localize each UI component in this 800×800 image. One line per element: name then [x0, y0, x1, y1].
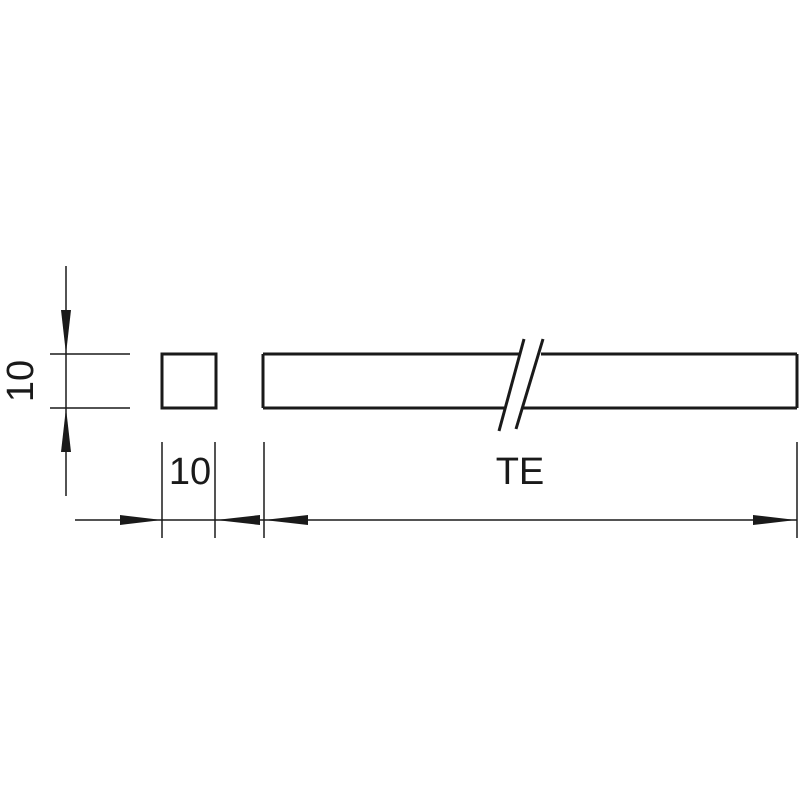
length-label: TE [496, 451, 545, 493]
arrow-right-icon [753, 515, 796, 525]
height-dimension [50, 266, 130, 496]
arrow-left-icon [216, 515, 260, 525]
arrow-up-icon [61, 408, 71, 452]
arrow-right-icon [120, 515, 162, 525]
height-label: 10 [0, 360, 42, 402]
length-dimension [75, 442, 798, 538]
arrow-down-icon [61, 310, 71, 354]
bar-side-view [261, 352, 799, 410]
break-symbol [497, 338, 545, 432]
cross-section-square [160, 352, 218, 410]
arrow-left-icon [264, 515, 308, 525]
width-label: 10 [169, 451, 211, 493]
